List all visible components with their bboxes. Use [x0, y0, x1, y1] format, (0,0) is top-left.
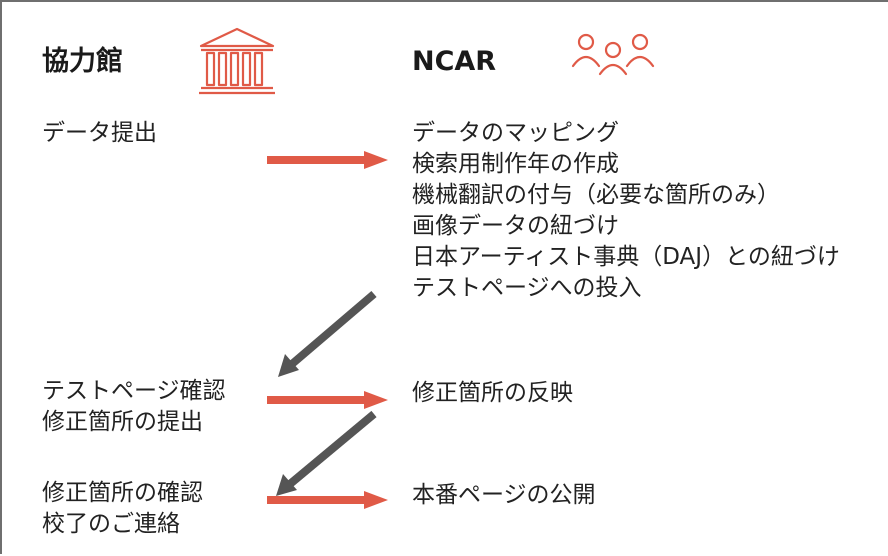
left-step-test-review-line: テストページ確認: [42, 378, 226, 404]
right-step-processing-item: 検索用制作年の作成: [412, 151, 619, 177]
ncar-heading: NCAR: [412, 46, 497, 77]
right-step-processing-item: 機械翻訳の付与（必要な箇所のみ）: [412, 182, 780, 208]
right-step-processing-item: テストページへの投入: [412, 275, 642, 301]
right-step-processing-item: データのマッピング: [412, 120, 619, 146]
right-arrow: [267, 491, 388, 509]
right-arrow: [267, 391, 388, 409]
cooperating-museum-heading: 協力館: [42, 46, 123, 77]
left-step-data-submission: データ提出: [42, 120, 157, 146]
right-step-processing-list: データのマッピング 検索用制作年の作成 機械翻訳の付与（必要な箇所のみ） 画像デ…: [412, 118, 840, 304]
museum-building-icon: [199, 27, 275, 95]
left-step-final-confirm-line: 校了のご連絡: [42, 511, 180, 537]
left-step-test-review: テストページ確認 修正箇所の提出: [42, 376, 226, 438]
diagonal-return-arrow: [276, 410, 377, 496]
diagonal-return-arrow: [278, 290, 377, 377]
people-group-icon: [571, 33, 655, 76]
right-step-publish: 本番ページの公開: [412, 482, 596, 508]
left-step-final-confirm: 修正箇所の確認 校了のご連絡: [42, 478, 203, 540]
right-step-processing-item: 日本アーティスト事典（DAJ）との紐づけ: [412, 244, 840, 270]
right-step-apply-corrections: 修正箇所の反映: [412, 380, 573, 406]
left-step-test-review-line: 修正箇所の提出: [42, 409, 203, 435]
left-step-final-confirm-line: 修正箇所の確認: [42, 480, 203, 506]
right-arrow: [267, 151, 388, 169]
right-step-processing-item: 画像データの紐づけ: [412, 213, 619, 239]
